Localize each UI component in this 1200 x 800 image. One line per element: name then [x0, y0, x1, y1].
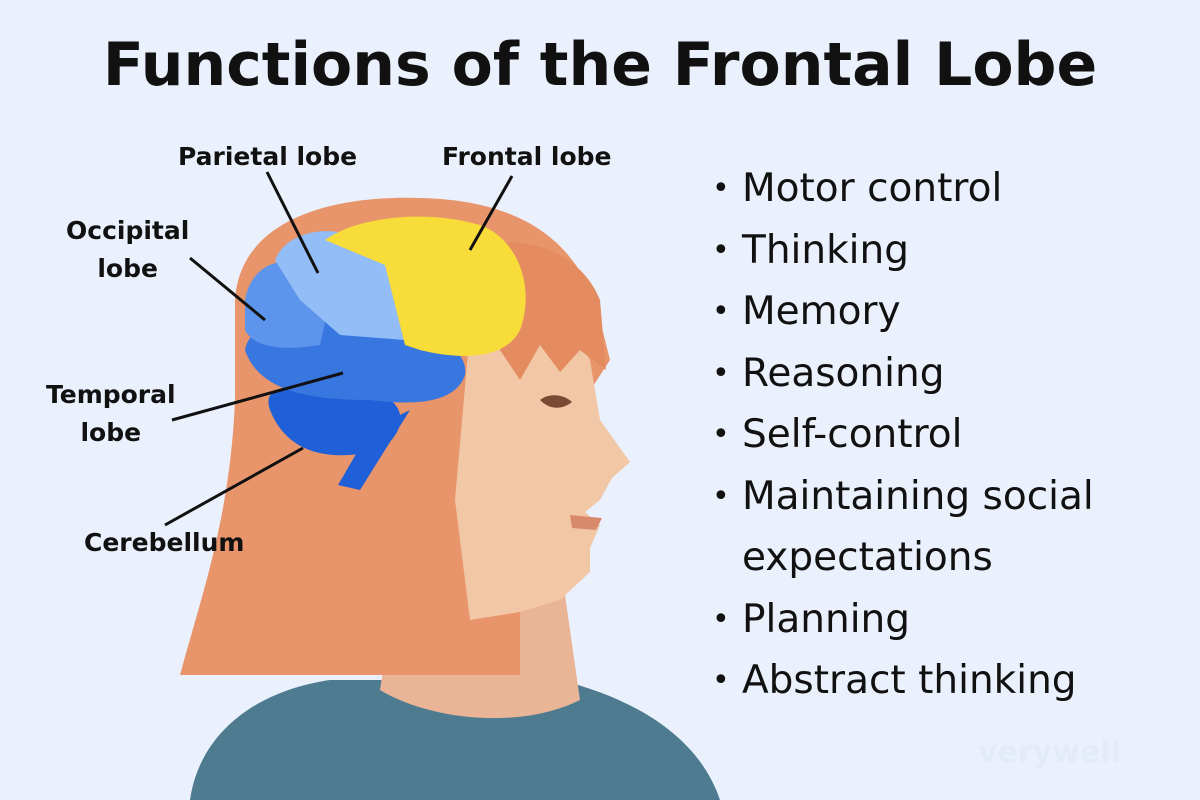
function-item: • Abstract thinking [712, 650, 1112, 712]
label-temporal-line2: lobe [80, 418, 142, 447]
lips [570, 515, 602, 530]
leader-lines [164, 171, 514, 527]
bullet-icon: • [712, 601, 730, 637]
bullet-icon: • [712, 663, 730, 698]
function-item: • Maintaining social expectations [712, 466, 1112, 589]
bullet-icon: • [712, 232, 730, 268]
label-occipital-line2: lobe [97, 254, 158, 283]
function-text: Memory [742, 289, 901, 334]
function-text: Reasoning [742, 350, 945, 396]
function-item: • Reasoning [712, 343, 1112, 405]
bullet-icon: • [712, 294, 730, 329]
label-temporal-lobe: Temporal lobe [46, 376, 176, 452]
function-item: • Memory [712, 281, 1112, 343]
function-text: Motor control [742, 166, 1003, 211]
label-occipital-lobe: Occipital lobe [66, 212, 189, 288]
brain-stem [338, 410, 410, 490]
face [455, 320, 630, 620]
function-text: Planning [742, 596, 910, 642]
function-text: Thinking [742, 227, 909, 273]
function-text: Abstract thinking [742, 658, 1077, 703]
label-parietal-lobe: Parietal lobe [178, 142, 358, 171]
bullet-icon: • [712, 417, 730, 452]
bullet-icon: • [712, 171, 730, 206]
function-item: • Self-control [712, 404, 1112, 466]
bullet-icon: • [712, 478, 730, 514]
watermark: verywell [978, 735, 1121, 770]
label-temporal-line1: Temporal [46, 380, 176, 409]
frontal-lobe [325, 216, 526, 356]
function-text: Maintaining social expectations [742, 473, 1094, 581]
function-item: • Motor control [712, 158, 1112, 220]
label-occipital-line1: Occipital [66, 216, 190, 245]
eye [540, 395, 572, 408]
bullet-icon: • [712, 355, 730, 391]
function-item: • Thinking [712, 220, 1112, 282]
function-item: • Planning [712, 589, 1112, 651]
label-cerebellum: Cerebellum [84, 528, 245, 557]
function-text: Self-control [742, 412, 963, 457]
shirt [190, 680, 720, 800]
label-frontal-lobe: Frontal lobe [442, 142, 612, 171]
page-title: Functions of the Frontal Lobe [102, 30, 1098, 100]
functions-list: • Motor control • Thinking • Memory • Reasoning… [712, 158, 1112, 712]
